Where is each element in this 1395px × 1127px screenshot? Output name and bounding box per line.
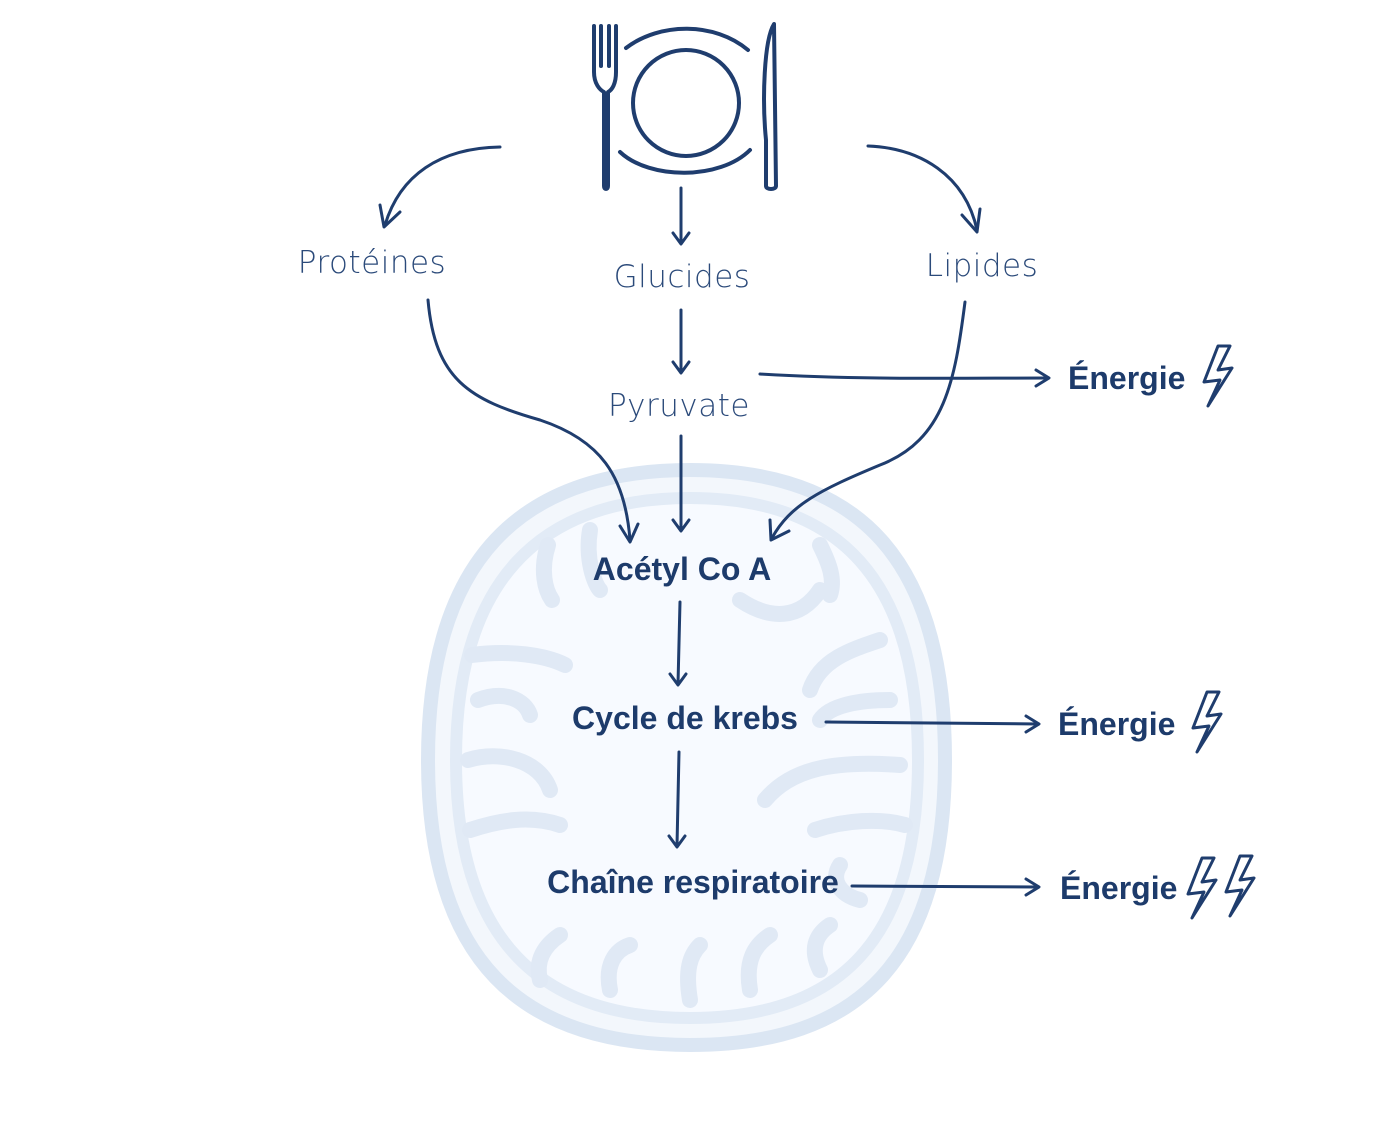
arrow-acetyl-to-krebs: [668, 600, 688, 687]
arrow-meal-to-glucides: [671, 186, 691, 246]
arrow-lipides-to-acetyl: [768, 300, 967, 542]
arrow-chaine-to-energie: [850, 877, 1041, 897]
arrow-pyruvate-to-energie: [758, 368, 1051, 388]
mitochondrion-illustration: [420, 462, 953, 1053]
arrow-glucides-to-pyruvate: [671, 308, 691, 375]
arrow-proteines-to-acetyl: [426, 298, 640, 544]
lightning-bolt-icon: [1186, 856, 1218, 920]
lightning-bolt-icon: [1191, 690, 1223, 754]
lightning-bolt-icon: [1224, 854, 1256, 918]
arrow-krebs-to-energie: [824, 714, 1041, 734]
arrow-meal-to-proteines: [378, 145, 502, 229]
arrow-pyruvate-to-acetyl: [671, 434, 691, 533]
node-chaine-respiratoire: Chaîne respiratoire: [547, 864, 839, 900]
energy-label-pyruvate: Énergie: [1068, 360, 1185, 396]
node-glucides: Glucides: [614, 259, 751, 295]
node-lipides: Lipides: [926, 248, 1039, 284]
energy-label-krebs: Énergie: [1058, 706, 1175, 742]
arrow-meal-to-lipides: [866, 144, 982, 234]
node-pyruvate: Pyruvate: [608, 388, 750, 424]
node-proteines: Protéines: [298, 245, 446, 281]
lightning-bolt-icon: [1202, 344, 1234, 408]
energy-label-chaine: Énergie: [1060, 870, 1177, 906]
arrow-krebs-to-chaine: [667, 750, 687, 849]
node-cycle-de-krebs: Cycle de krebs: [572, 700, 798, 736]
node-acetyl-coa: Acétyl Co A: [593, 551, 771, 587]
plate-fork-knife-icon: [592, 22, 778, 191]
